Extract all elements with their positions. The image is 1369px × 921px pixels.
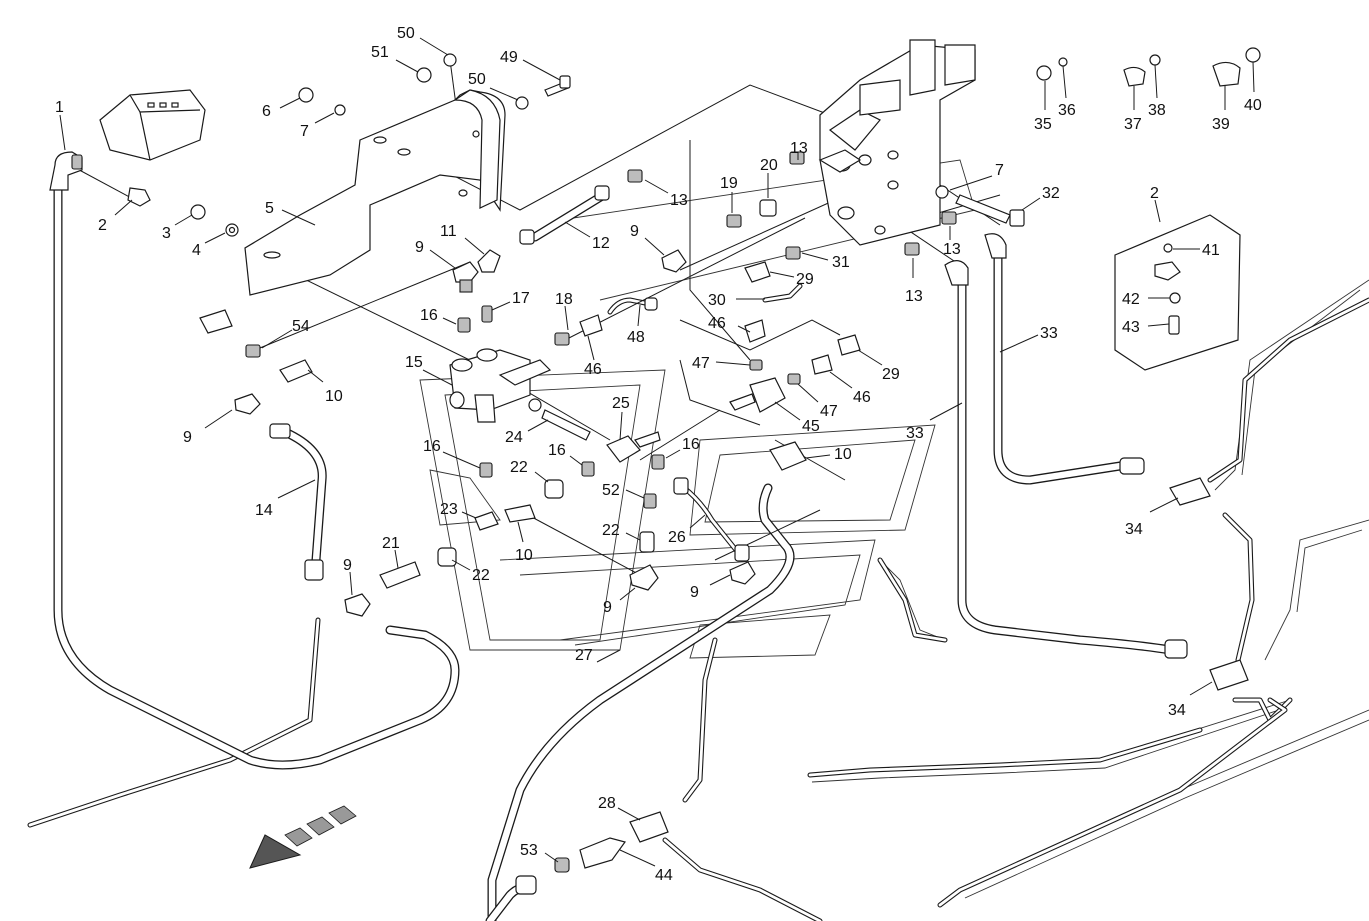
part-label-22a: 22 — [510, 459, 528, 476]
fittings — [49, 47, 1261, 895]
part-label-1: 1 — [55, 99, 64, 116]
part-label-54: 54 — [292, 318, 310, 335]
part-label-10c: 10 — [834, 446, 852, 463]
part-label-19: 19 — [720, 175, 738, 192]
part-label-48: 48 — [627, 329, 645, 346]
part-label-12: 12 — [592, 235, 610, 252]
part-label-26: 26 — [668, 529, 686, 546]
distributor-block — [449, 348, 552, 423]
part-label-25: 25 — [612, 395, 630, 412]
part-label-18: 18 — [555, 291, 573, 308]
part-label-34b: 34 — [1168, 702, 1186, 719]
part-label-16a: 16 — [420, 307, 438, 324]
part-label-43: 43 — [1122, 319, 1140, 336]
part-label-2-detail: 2 — [1150, 185, 1159, 202]
part-label-14: 14 — [255, 502, 273, 519]
part-label-10b: 10 — [515, 547, 533, 564]
part-label-32: 32 — [1042, 185, 1060, 202]
part-label-53: 53 — [520, 842, 538, 859]
part-label-39: 39 — [1212, 116, 1230, 133]
thin-brake-lines — [27, 297, 1369, 921]
part-label-16c: 16 — [548, 442, 566, 459]
part-label-21: 21 — [382, 535, 400, 552]
detail-box-clip — [1114, 214, 1241, 371]
part-label-10a: 10 — [325, 388, 343, 405]
part-label-45: 45 — [802, 418, 820, 435]
part-label-16b: 16 — [423, 438, 441, 455]
part-label-17: 17 — [512, 290, 530, 307]
part-label-23: 23 — [440, 501, 458, 518]
part-label-9a: 9 — [415, 239, 424, 256]
part-label-40: 40 — [1244, 97, 1262, 114]
part-label-47a: 47 — [692, 355, 710, 372]
part-label-33b: 33 — [906, 425, 924, 442]
part-label-15: 15 — [405, 354, 423, 371]
part-label-29a: 29 — [796, 271, 814, 288]
part-label-50a: 50 — [397, 25, 415, 42]
part-label-27: 27 — [575, 647, 593, 664]
part-label-3: 3 — [162, 225, 171, 242]
part-label-29b: 29 — [882, 366, 900, 383]
part-label-9e: 9 — [690, 584, 699, 601]
front-direction-arrow-icon — [249, 805, 357, 869]
part-label-6: 6 — [262, 103, 271, 120]
part-label-20: 20 — [760, 157, 778, 174]
part-label-13b: 13 — [790, 140, 808, 157]
bracket-plate — [244, 89, 506, 296]
part-label-9b: 9 — [183, 429, 192, 446]
part-label-4a: 4 — [192, 242, 201, 259]
part-label-16d: 16 — [682, 436, 700, 453]
part-label-31: 31 — [832, 254, 850, 271]
part-label-28: 28 — [598, 795, 616, 812]
part-label-24: 24 — [505, 429, 523, 446]
pump-unit — [99, 89, 206, 161]
part-label-52: 52 — [602, 482, 620, 499]
part-label-9f: 9 — [630, 223, 639, 240]
part-label-38: 38 — [1148, 102, 1166, 119]
part-label-41: 41 — [1202, 242, 1220, 259]
part-label-36: 36 — [1058, 102, 1076, 119]
part-label-47b: 47 — [820, 403, 838, 420]
part-label-42: 42 — [1122, 291, 1140, 308]
part-label-46b: 46 — [708, 315, 726, 332]
part-label-34a: 34 — [1125, 521, 1143, 538]
part-label-13a: 13 — [670, 192, 688, 209]
part-label-22c: 22 — [602, 522, 620, 539]
part-label-46c: 46 — [853, 389, 871, 406]
part-label-9c: 9 — [343, 557, 352, 574]
part-label-9d: 9 — [603, 599, 612, 616]
part-label-35: 35 — [1034, 116, 1052, 133]
part-label-5: 5 — [265, 200, 274, 217]
part-label-13c: 13 — [943, 241, 961, 258]
part-label-37: 37 — [1124, 116, 1142, 133]
part-label-44: 44 — [655, 867, 673, 884]
part-label-49: 49 — [500, 49, 518, 66]
part-label-30: 30 — [708, 292, 726, 309]
part-label-7b: 7 — [995, 162, 1004, 179]
part-label-46a: 46 — [584, 361, 602, 378]
part-label-22b: 22 — [472, 567, 490, 584]
part-label-11: 11 — [440, 223, 457, 240]
part-labels: 1 2 3 4 5 6 7 7 9 9 9 9 9 9 10 10 10 — [55, 25, 1262, 884]
part-label-50b: 50 — [468, 71, 486, 88]
part-label-2: 2 — [98, 217, 107, 234]
part-label-7a: 7 — [300, 123, 309, 140]
part-label-51: 51 — [371, 44, 389, 61]
part-label-13d: 13 — [905, 288, 923, 305]
part-label-33a: 33 — [1040, 325, 1058, 342]
